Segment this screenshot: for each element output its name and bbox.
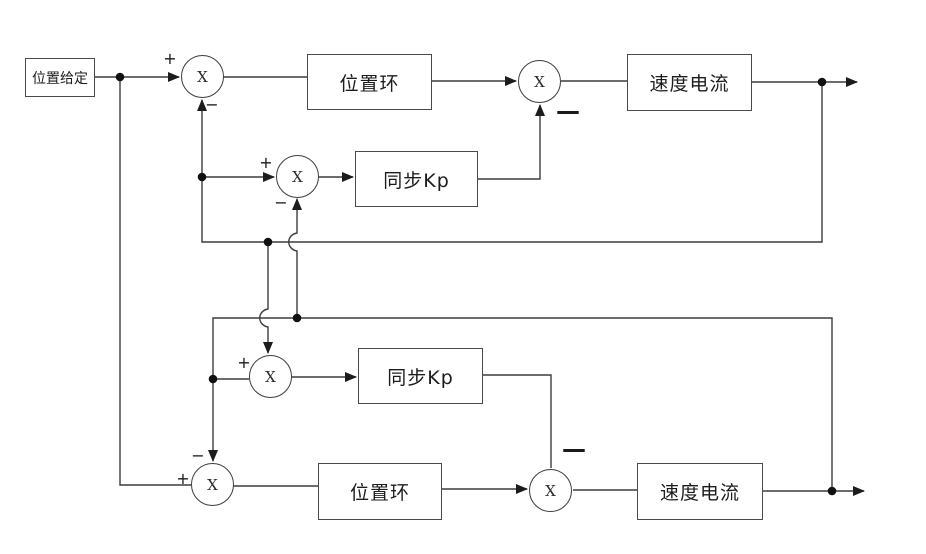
- plus-sign-sum-sync-bottom: +: [237, 353, 251, 372]
- branch-dot-setpoint: [115, 72, 125, 82]
- sum-junction-bottom-main: X: [191, 463, 234, 506]
- branch-dot-top-feedback-left: [197, 172, 207, 182]
- block-position-setpoint: 位置给定: [25, 58, 95, 97]
- sum-junction-sync-top: X: [276, 155, 319, 198]
- connector-sync-kp-bottom-to-sum6: [483, 374, 552, 468]
- sum-junction-speed-top: X: [518, 60, 561, 103]
- block-sync-kp-bottom: 同步Kp: [358, 348, 483, 404]
- block-sync-kp-top: 同步Kp: [355, 151, 478, 207]
- sum-junction-bottom-main-symbol: X: [207, 475, 218, 494]
- branch-dot-top-feedback-mid: [263, 237, 273, 247]
- connector-bottom-feedback: [208, 317, 833, 491]
- block-speed-current-top: 速度电流: [627, 54, 752, 111]
- branch-dot-top-output: [817, 77, 827, 87]
- connector-top-feedback: [197, 82, 823, 243]
- plus-sign-sum-bottom-main: +: [176, 469, 190, 488]
- sum-junction-sync-top-symbol: X: [292, 167, 303, 186]
- connector-bottom-feedback-to-sync-sum-top: [288, 198, 302, 318]
- sum-junction-top-main-symbol: X: [197, 67, 208, 86]
- sum-junction-speed-bottom: X: [529, 469, 572, 512]
- block-position-loop-top: 位置环: [307, 54, 432, 110]
- block-position-loop-bottom: 位置环: [318, 463, 442, 520]
- block-speed-current-bottom-label: 速度电流: [659, 482, 740, 504]
- connector-sync-kp-top-to-sum3: [478, 104, 545, 180]
- sum-junction-sync-bottom-symbol: X: [265, 367, 276, 386]
- branch-dot-bottom-feedback-left: [208, 374, 218, 384]
- connector-setpoint-branch-to-sum-bottom: [119, 77, 191, 486]
- minus-sign-sum-bottom-main: −: [191, 446, 205, 465]
- branch-dot-bottom-feedback-mid: [292, 313, 302, 323]
- sum-junction-speed-bottom-symbol: X: [545, 481, 556, 500]
- block-speed-current-top-label: 速度电流: [649, 73, 730, 95]
- sum-junction-top-main: X: [181, 55, 224, 98]
- connector-top-feedback-to-sync-sum-bottom: [259, 242, 273, 354]
- block-position-setpoint-label: 位置给定: [32, 70, 88, 87]
- sum-junction-speed-top-symbol: X: [534, 72, 545, 91]
- block-speed-current-bottom: 速度电流: [637, 463, 763, 520]
- branch-dot-bottom-output: [827, 486, 837, 496]
- plus-sign-sum-sync-top: +: [259, 153, 273, 172]
- minus-sign-sum-speed-bottom: —: [562, 435, 586, 463]
- minus-sign-sum-top-main: −: [205, 95, 219, 114]
- block-sync-kp-top-label: 同步Kp: [383, 169, 450, 192]
- minus-sign-sum-sync-top: −: [274, 193, 288, 212]
- block-sync-kp-bottom-label: 同步Kp: [387, 366, 454, 389]
- minus-sign-sum-speed-top: —: [556, 97, 580, 125]
- sum-junction-sync-bottom: X: [249, 355, 292, 398]
- plus-sign-sum-top-main: +: [163, 49, 177, 68]
- block-position-loop-top-label: 位置环: [339, 72, 400, 95]
- block-position-loop-bottom-label: 位置环: [349, 482, 410, 504]
